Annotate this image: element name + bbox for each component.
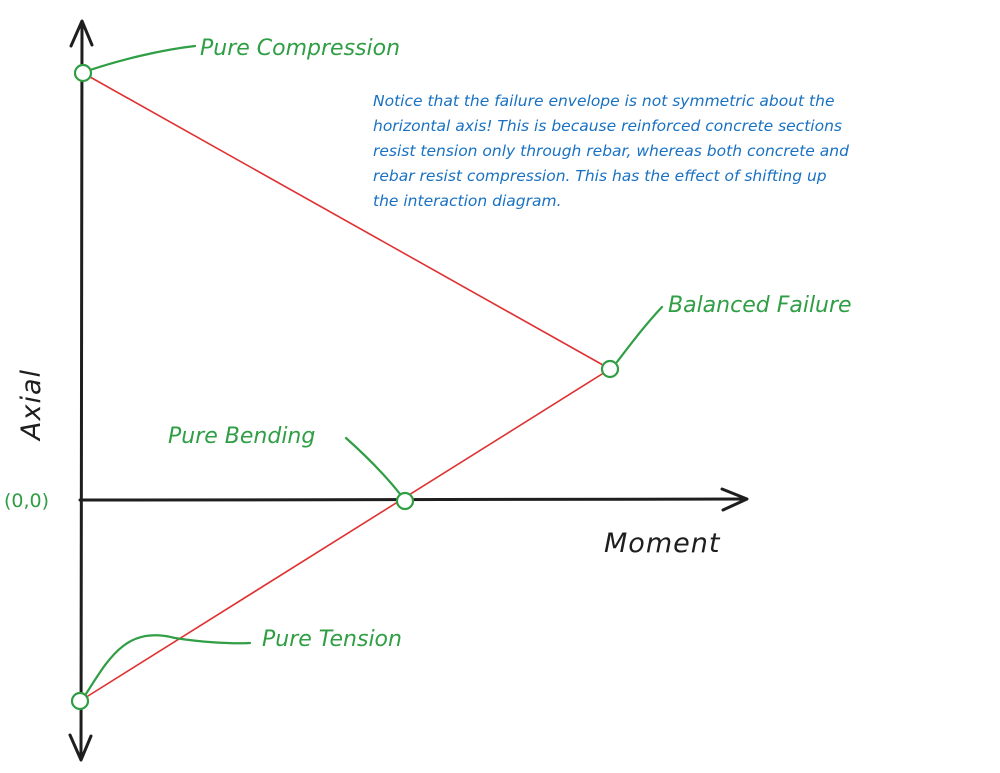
note-line: Notice that the failure envelope is not … — [373, 92, 835, 110]
note-block: Notice that the failure envelope is not … — [373, 92, 849, 210]
pure-bending-label: Pure Bending — [168, 424, 315, 449]
axial-axis-line — [79, 20, 84, 760]
note-line: the interaction diagram. — [373, 192, 562, 210]
moment-axis — [78, 487, 749, 512]
moment-axis-label: Moment — [604, 528, 721, 559]
moment-axis-arrowhead — [720, 487, 749, 512]
balanced-failure-leader — [615, 305, 664, 364]
pure-tension-point — [70, 691, 90, 711]
axial-axis-arrowhead-down — [68, 733, 93, 762]
balanced-failure-label: Balanced Failure — [668, 293, 852, 318]
balanced-failure-point — [600, 359, 620, 379]
note-line: rebar resist compression. This has the e… — [373, 167, 827, 185]
origin-label: (0,0) — [4, 490, 49, 512]
axial-axis-label: Axial — [16, 369, 47, 442]
moment-axis-line — [78, 497, 748, 502]
pure-compression-point — [73, 63, 93, 83]
pure-tension-leader — [82, 634, 252, 699]
axial-axis-arrowhead-up — [69, 19, 94, 48]
note-line: resist tension only through rebar, where… — [373, 142, 849, 160]
pure-bending-leader — [344, 436, 402, 496]
axial-axis — [68, 19, 94, 762]
pure-compression-label: Pure Compression — [200, 36, 400, 61]
pure-compression-leader — [88, 44, 197, 72]
pure-bending-point — [395, 491, 415, 511]
note-line: horizontal axis! This is because reinfor… — [373, 117, 842, 135]
pure-tension-label: Pure Tension — [262, 627, 402, 652]
